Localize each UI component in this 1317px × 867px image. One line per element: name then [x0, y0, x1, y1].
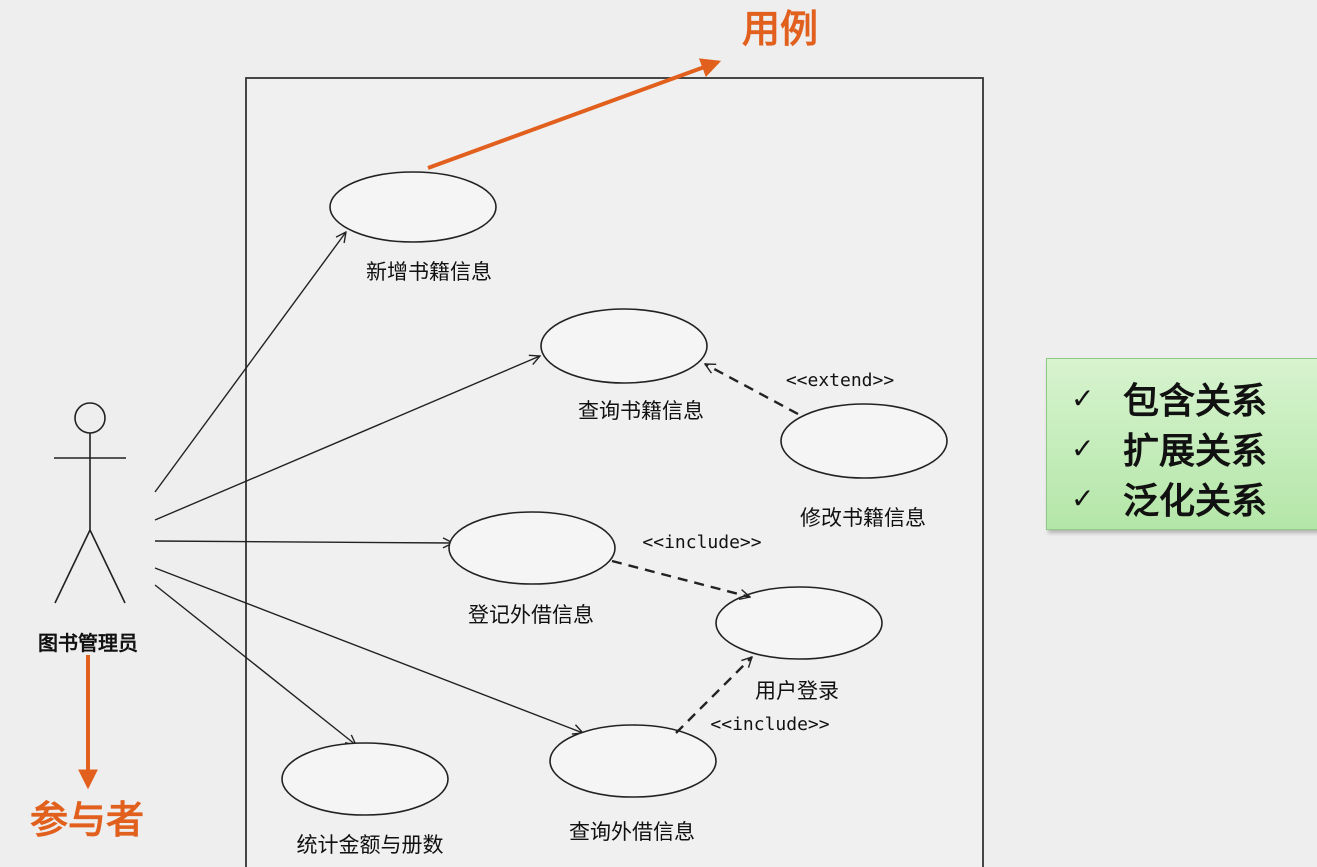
assoc-query-loan	[154, 567, 583, 733]
assoc-register-loan	[154, 541, 453, 543]
use-case-query-loan	[549, 724, 717, 798]
use-case-modify-book-label: 修改书籍信息	[800, 506, 926, 530]
actor-label: 图书管理员	[38, 631, 138, 655]
relationship-label: 泛化关系	[1123, 481, 1268, 522]
relationship-item: ✓ 扩展关系	[1071, 423, 1317, 473]
include-arrow-1	[611, 559, 750, 597]
relationship-label: 包含关系	[1123, 381, 1268, 422]
extend-stereotype: <<extend>>	[786, 370, 895, 391]
use-case-stats	[281, 742, 449, 816]
actor-annotation: 参与者	[30, 798, 144, 842]
assoc-add-book	[154, 232, 346, 493]
extend-arrow	[705, 362, 799, 416]
assoc-query-book	[154, 356, 540, 521]
use-case-modify-book	[780, 403, 948, 479]
include-stereotype-1: <<include>>	[642, 532, 761, 553]
assoc-stats	[154, 584, 356, 745]
use-case-query-loan-label: 查询外借信息	[569, 820, 695, 844]
check-icon: ✓	[1071, 481, 1095, 515]
use-case-query-book	[540, 308, 708, 384]
dependency-lines	[611, 362, 799, 734]
relationship-label: 扩展关系	[1123, 431, 1268, 472]
use-case-register-loan-label: 登记外借信息	[468, 603, 594, 627]
relationship-item: ✓ 包含关系	[1071, 373, 1317, 423]
use-case-add-book-label: 新增书籍信息	[366, 260, 492, 284]
use-case-stats-label: 统计金额与册数	[297, 833, 444, 857]
use-case-register-loan	[448, 511, 616, 585]
use-case-user-login-label: 用户登录	[755, 679, 839, 703]
use-case-query-book-label: 查询书籍信息	[578, 399, 704, 423]
use-case-add-book	[329, 171, 497, 243]
use-case-annotation: 用例	[742, 7, 818, 51]
include-arrow-2	[675, 657, 752, 734]
check-icon: ✓	[1071, 431, 1095, 465]
use-case-user-login	[715, 586, 883, 660]
include-stereotype-2: <<include>>	[710, 714, 829, 735]
relationship-item: ✓ 泛化关系	[1071, 473, 1317, 523]
use-case-annotation-arrow	[427, 58, 722, 170]
actor-figure	[54, 402, 126, 604]
association-lines	[154, 232, 583, 745]
check-icon: ✓	[1071, 381, 1095, 415]
relationship-types-box: ✓ 包含关系 ✓ 扩展关系 ✓ 泛化关系	[1046, 358, 1317, 530]
